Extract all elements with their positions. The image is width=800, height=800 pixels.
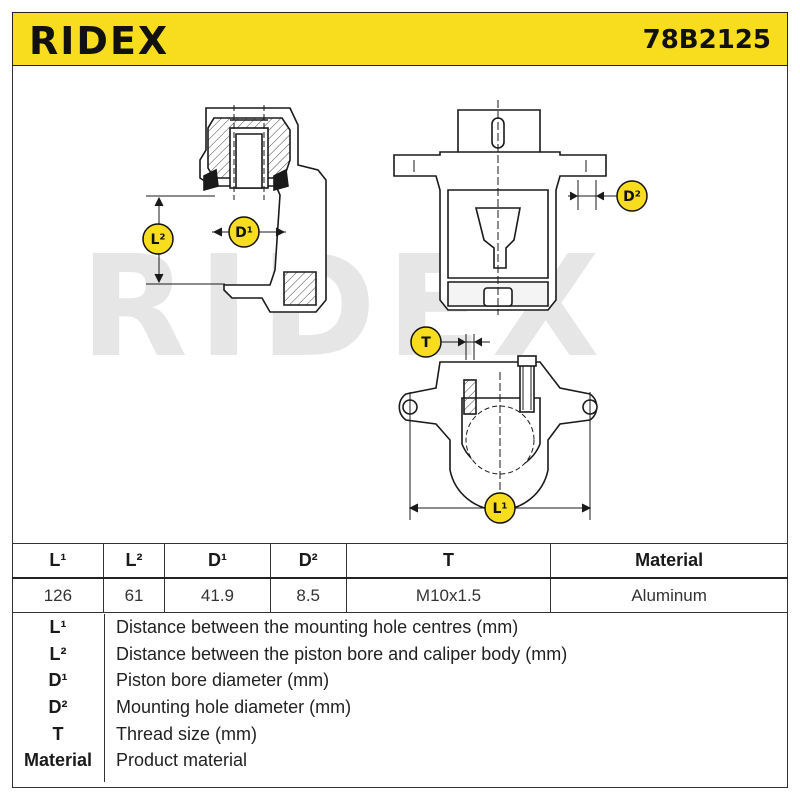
legend-row: L² Distance between the piston bore and …: [12, 641, 788, 668]
badge-d2: [616, 180, 648, 212]
spec-value-t: M10x1.5: [345, 577, 552, 613]
caliper-side-view: [393, 100, 607, 315]
dimension-t: [440, 334, 490, 360]
legend-desc: Piston bore diameter (mm): [116, 670, 330, 691]
spec-header-material: Material: [550, 543, 788, 579]
spec-value-d2: 8.5: [269, 577, 347, 613]
legend-desc: Thread size (mm): [116, 723, 258, 744]
badge-l2-text: L²: [150, 232, 165, 248]
spec-value-d1: 41.9: [164, 577, 271, 613]
spec-header-d2: D²: [269, 543, 347, 579]
dimension-l2: [146, 195, 225, 285]
brand-logo: RIDEX: [29, 19, 170, 63]
legend: L¹ Distance between the mounting hole ce…: [12, 614, 788, 782]
spec-header-l1: L¹: [12, 543, 104, 579]
legend-key: D¹: [48, 670, 68, 691]
spec-header-t: T: [345, 543, 552, 579]
badge-d1: [228, 216, 260, 248]
legend-key: L²: [49, 643, 67, 664]
legend-desc: Mounting hole diameter (mm): [116, 696, 352, 717]
technical-drawing: RIDEX L² D¹: [80, 100, 648, 524]
legend-row: Material Product material: [12, 747, 788, 774]
spec-header-l2: L²: [102, 543, 166, 579]
badge-t-text: T: [421, 335, 431, 351]
legend-row: T Thread size (mm): [12, 721, 788, 748]
badge-d2-text: D²: [623, 189, 641, 205]
spec-table-header-row: L¹ L² D¹ D² T Material: [12, 543, 788, 579]
header-bar: RIDEX 78B2125: [12, 12, 788, 66]
caliper-front-view: [398, 355, 598, 520]
badge-t: [410, 326, 442, 358]
legend-key: L¹: [49, 616, 67, 637]
legend-key: T: [52, 723, 64, 744]
dimension-d2: [568, 180, 618, 210]
legend-divider: [104, 614, 105, 782]
spec-value-l2: 61: [102, 577, 166, 613]
legend-desc: Distance between the piston bore and cal…: [116, 643, 568, 664]
legend-row: D¹ Piston bore diameter (mm): [12, 667, 788, 694]
badge-l1-text: L¹: [492, 501, 507, 517]
badge-l2: [142, 223, 174, 255]
badge-l1: [484, 492, 516, 524]
spec-value-l1: 126: [12, 577, 104, 613]
spec-table-value-row: 126 61 41.9 8.5 M10x1.5 Aluminum: [12, 577, 788, 613]
spec-value-material: Aluminum: [550, 577, 788, 613]
legend-row: L¹ Distance between the mounting hole ce…: [12, 614, 788, 641]
legend-desc: Product material: [116, 750, 248, 771]
caliper-section-view: [199, 105, 327, 313]
legend-row: D² Mounting hole diameter (mm): [12, 694, 788, 721]
spec-table: L¹ L² D¹ D² T Material 126 61 41.9 8.5 M…: [12, 543, 788, 613]
part-number: 78B2125: [642, 25, 771, 55]
legend-key: D²: [48, 696, 68, 717]
legend-key: Material: [23, 750, 93, 771]
spec-header-d1: D¹: [164, 543, 271, 579]
content-frame: [12, 66, 788, 788]
badge-d1-text: D¹: [235, 225, 253, 241]
legend-desc: Distance between the mounting hole centr…: [116, 616, 519, 637]
